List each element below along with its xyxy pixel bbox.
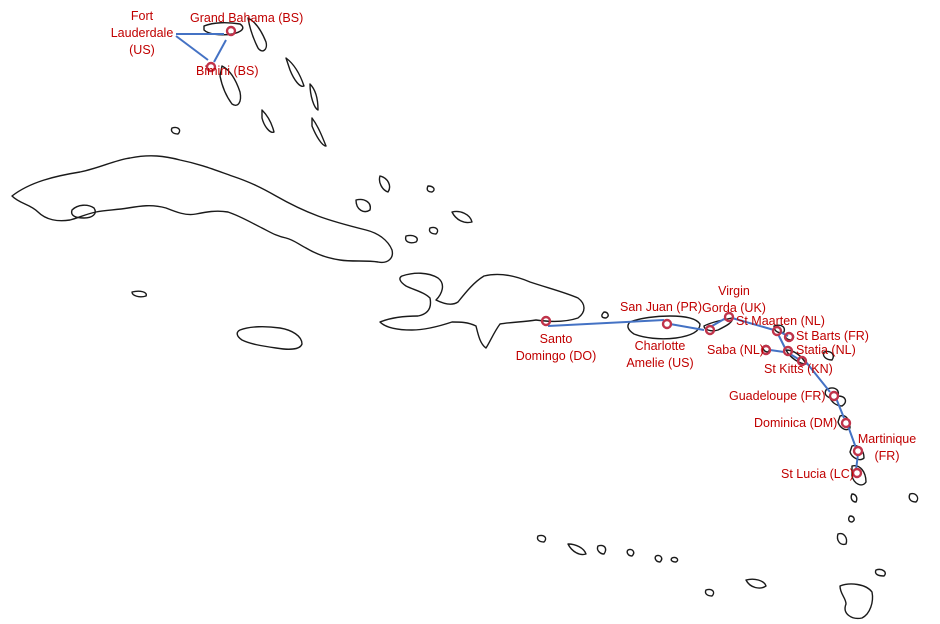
guadeloupe-coast <box>824 387 847 407</box>
antigua-coast <box>822 350 834 361</box>
marker-bimini[interactable] <box>205 61 217 73</box>
barbados-coast <box>908 492 919 503</box>
route-st-kitts-guadeloupe <box>805 361 831 393</box>
acklins-coast <box>378 175 391 193</box>
cat-island-coast <box>309 83 319 111</box>
route-grand-bahama-bimini <box>213 39 227 63</box>
label-st-maarten: St Maarten (NL) <box>736 314 825 328</box>
eleuthera-coast <box>285 57 305 87</box>
marker-san-juan[interactable] <box>661 318 673 330</box>
virgin-islands-coast <box>703 317 733 332</box>
st-vincent-coast <box>850 493 858 503</box>
route-virgin-gorda-st-maarten <box>731 317 775 331</box>
margarita-coast <box>745 578 767 589</box>
port-markers <box>205 25 864 479</box>
route-dominica-martinique <box>847 425 857 449</box>
ferry-routes <box>175 33 859 471</box>
tortuga-ve-coast <box>704 588 715 597</box>
cuba-coast <box>11 155 394 264</box>
grenada-coast <box>836 532 848 546</box>
label-st-kitts: St Kitts (KN) <box>764 362 833 376</box>
bonaire-coast <box>596 544 607 555</box>
label-charlotte-amelie: Charlotte Amelie (US) <box>626 339 694 370</box>
marker-st-barts[interactable] <box>783 331 795 343</box>
marker-charlotte-amelie[interactable] <box>704 324 716 336</box>
small-cay-3 <box>426 185 435 193</box>
route-martinique-st-lucia <box>855 453 859 471</box>
tobago-coast <box>874 568 886 577</box>
label-virgin-gorda: Virgin Gorda (UK) <box>702 284 766 315</box>
route-charlotte-amelie-virgin-gorda <box>711 317 727 327</box>
coastlines <box>11 17 919 620</box>
label-grand-bahama: Grand Bahama (BS) <box>190 11 304 25</box>
label-guadeloupe: Guadeloupe (FR) <box>729 389 826 403</box>
label-santo-domingo: Santo Domingo (DO) <box>515 332 597 363</box>
label-statia: Statia (NL) <box>796 343 856 357</box>
label-fort-lauderdale: Fort Lauderdale (US) <box>110 9 174 57</box>
route-fort-lauderdale-bimini <box>175 35 209 61</box>
st-lucia-coast <box>851 465 867 486</box>
marker-guadeloupe[interactable] <box>828 390 840 402</box>
small-islet-1 <box>654 554 663 563</box>
aruba-coast <box>536 534 547 543</box>
turks-caicos-coast <box>451 210 473 224</box>
label-st-lucia: St Lucia (LC) <box>781 467 854 481</box>
long-island-bs-coast <box>311 117 327 147</box>
isla-juventud-coast <box>70 204 96 219</box>
label-saba: Saba (NL) <box>707 343 764 357</box>
abaco-coast <box>247 17 268 52</box>
small-cay-2 <box>404 234 418 244</box>
marker-st-kitts[interactable] <box>796 355 808 367</box>
route-san-juan-charlotte-amelie <box>669 323 705 331</box>
marker-saba[interactable] <box>760 344 772 356</box>
trinidad-coast <box>839 583 874 620</box>
small-cay-1 <box>170 126 181 135</box>
marker-virgin-gorda[interactable] <box>723 311 735 323</box>
cayman-coast <box>131 290 147 298</box>
route-santo-domingo-san-juan <box>547 319 665 327</box>
jamaica-coast <box>236 325 303 350</box>
small-islet-2 <box>670 556 679 563</box>
inagua-coast <box>355 198 371 213</box>
route-guadeloupe-dominica <box>835 397 845 419</box>
marker-st-maarten[interactable] <box>771 325 783 337</box>
route-saba-statia <box>769 349 785 353</box>
label-bimini: Bimini (BS) <box>196 64 259 78</box>
andros-coast <box>219 65 242 106</box>
label-san-juan: San Juan (PR) <box>620 300 702 314</box>
marker-grand-bahama[interactable] <box>225 25 237 37</box>
exuma-coast <box>261 109 275 133</box>
hispaniola-coast <box>379 272 585 349</box>
dominica-coast <box>837 414 851 431</box>
marker-martinique[interactable] <box>852 445 864 457</box>
marker-santo-domingo[interactable] <box>540 315 552 327</box>
mona-coast <box>601 311 609 319</box>
small-cay-4 <box>428 226 439 235</box>
grenadines-coast <box>848 515 855 523</box>
label-dominica: Dominica (DM) <box>754 416 838 430</box>
marker-st-lucia[interactable] <box>851 467 863 479</box>
curacao-coast <box>567 543 587 556</box>
st-maarten-coast <box>773 324 786 334</box>
marker-statia[interactable] <box>782 345 794 357</box>
label-st-barts: St Barts (FR) <box>796 329 869 343</box>
los-roques-coast <box>626 548 635 557</box>
label-martinique: Martinique (FR) <box>857 432 917 463</box>
marker-dominica[interactable] <box>840 417 852 429</box>
puerto-rico-coast <box>627 315 701 340</box>
